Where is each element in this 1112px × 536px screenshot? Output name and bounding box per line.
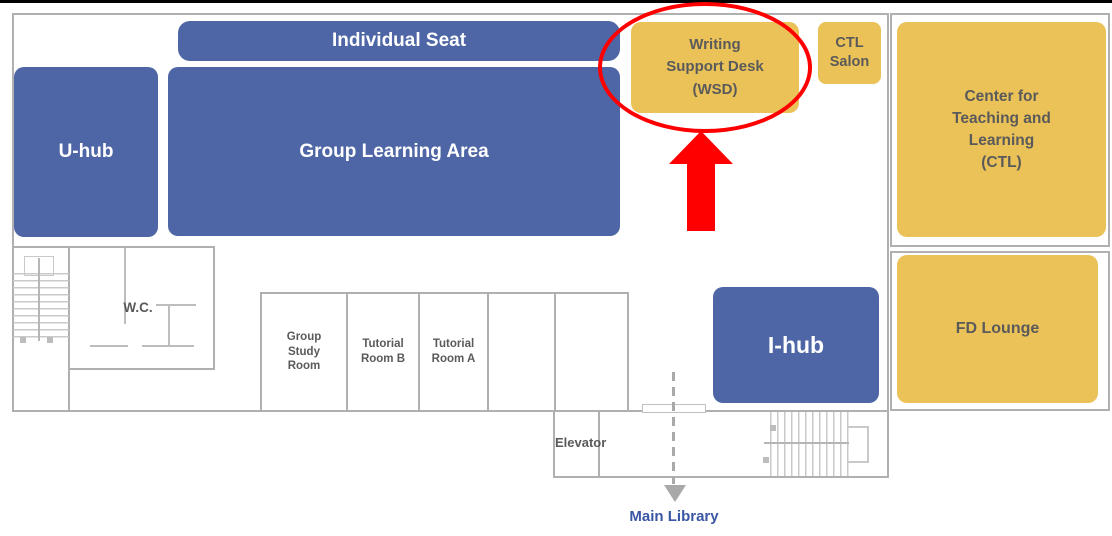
main-library-arrow-line: [672, 372, 675, 484]
room-center-for-teaching-and-learning: Center for Teaching and Learning (CTL): [897, 22, 1106, 237]
main-library-arrow-head-icon: [664, 485, 686, 502]
highlight-oval: [598, 2, 812, 133]
tutorial-room-a: Tutorial Room A: [418, 292, 489, 412]
elevator-room: [553, 410, 600, 478]
ctl-salon-label: CTL Salon: [829, 35, 870, 70]
unlabeled-room: [487, 292, 556, 412]
room-u-hub: U-hub: [14, 67, 158, 237]
room-fd-lounge: FD Lounge: [897, 255, 1098, 403]
individual-seat-label: Individual Seat: [331, 30, 467, 51]
tutorial-room-a-label: Tutorial Room A: [431, 338, 476, 365]
image-top-border: [0, 0, 1112, 3]
tutorial-room-b: Tutorial Room B: [346, 292, 420, 412]
tutorial-room-b-label: Tutorial Room B: [360, 338, 406, 365]
ctl-label: Center for Teaching and Learning (CTL): [952, 87, 1051, 171]
wc-partition: [168, 304, 170, 347]
group-study-room: Group Study Room: [260, 292, 348, 412]
main-library-label: Main Library: [629, 508, 719, 525]
room-group-learning-area: Group Learning Area: [168, 67, 620, 236]
room-individual-seat: Individual Seat: [178, 21, 620, 61]
wc-partition: [90, 345, 128, 347]
unlabeled-room: [554, 292, 629, 412]
wc-label: W.C.: [123, 300, 153, 315]
wc-partition: [142, 345, 194, 347]
i-hub-label: I-hub: [767, 331, 825, 358]
wc-partition: [124, 248, 126, 324]
group-learning-area-label: Group Learning Area: [299, 140, 489, 162]
wc-room: [68, 246, 215, 370]
group-study-room-label: Group Study Room: [286, 330, 322, 373]
elevator-label: Elevator: [555, 435, 607, 450]
red-up-arrow-icon: [669, 131, 733, 164]
red-up-arrow-stem: [687, 163, 715, 231]
fd-lounge-label: FD Lounge: [955, 320, 1040, 337]
fd-section-outline: [890, 251, 1110, 411]
room-i-hub: I-hub: [713, 287, 879, 403]
room-ctl-salon: CTL Salon: [818, 22, 881, 84]
u-hub-label: U-hub: [58, 141, 114, 162]
wc-partition: [156, 304, 196, 306]
ctl-section-outline: [890, 13, 1110, 247]
